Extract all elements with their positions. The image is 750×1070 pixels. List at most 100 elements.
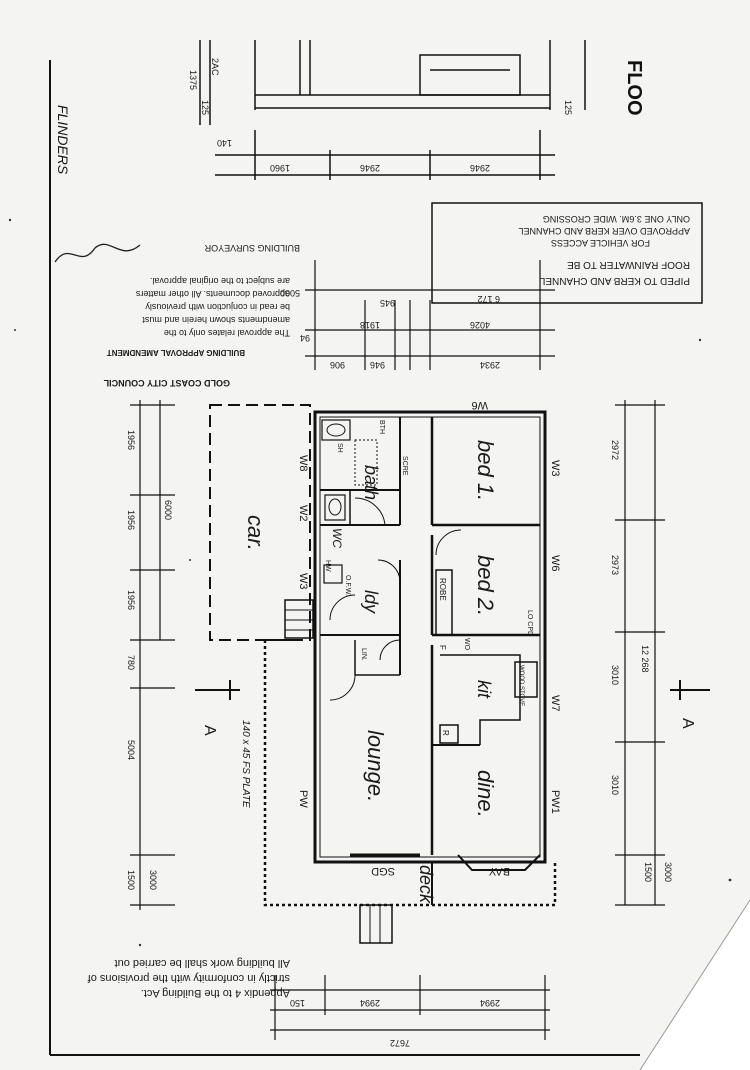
label-r: R [441,730,450,736]
dim-top-2946b: 2946 [470,163,490,173]
section-marker-right: A [670,680,710,729]
room-scre: SCRE [401,456,408,476]
act-note-line1: All building work shall be carried out [115,957,290,969]
dim-right-3000: 3000 [663,862,673,882]
stamp-surveyor: BUILDING SURVEYOR [204,243,300,253]
dim-top-140: 140 [217,138,232,148]
room-deck: deck [416,865,436,904]
dim-bottom-2994b: 2994 [480,998,500,1008]
svg-text:A: A [679,718,696,729]
window-pw1: PW1 [549,790,561,814]
stamp-text-5: are subject to the original approval. [150,276,290,286]
label-wo: WO [463,638,470,651]
dim-left-780: 780 [126,655,136,670]
dim-mid-94: 94 [300,333,310,343]
dim-right-1500: 1500 [643,862,653,882]
dim-left-1500: 1500 [126,870,136,890]
room-kit: kit [474,680,494,699]
dim-mid-906: 906 [330,360,345,370]
dim-right-2973: 2973 [610,555,620,575]
dim-mid-4026: 4026 [470,320,490,330]
label-ofw: O.F.W. [344,575,351,596]
label-wood-stove: WOOD STOVE [518,665,524,706]
roof-note-line1: ROOF RAINWATER TO BE [567,259,690,270]
label-hw: HW [324,560,331,572]
house-walls [209,404,557,944]
dim-right-2972: 2972 [610,440,620,460]
scan-specks [8,218,732,947]
act-note-line2: strictly in conformity with the provisio… [87,972,290,984]
window-w6-top: W6 [472,399,489,411]
crossing-note-line3: FOR VEHICLE ACCESS [551,238,650,248]
room-bath: bath [361,465,381,500]
plate-label: 140 x 45 FS PLATE [240,720,251,808]
window-pw: PW [297,790,309,808]
dim-right-3010b: 3010 [610,775,620,795]
dim-right-3010a: 3010 [610,665,620,685]
dim-left-1956a: 1956 [126,430,136,450]
room-bed1: bed 1. [473,440,498,501]
dim-mid-945: 945 [380,298,395,308]
surveyor-signature [54,243,141,263]
sheet-title: FLOO [623,60,645,116]
top-strip [199,40,586,180]
dim-mid-5000: 5000 [280,288,300,298]
window-w6-right: W6 [549,555,561,572]
label-sh: SH [336,443,343,453]
window-bay: BAY [488,865,510,877]
crossing-note-line1: ONLY ONE 3.6M. WIDE CROSSING [543,214,690,224]
dim-bottom-150: 150 [290,998,305,1008]
window-w2: W2 [297,505,309,522]
window-w7: W7 [549,695,561,712]
dim-top-1960: 1960 [270,163,290,173]
street-label: FLINDERS [55,105,71,175]
room-wc: WC [330,528,344,548]
stamp-amendment: BUILDING APPROVAL AMENDMENT [107,348,245,357]
dim-left-6000: 6000 [163,500,173,520]
dim-left-1956b: 1956 [126,510,136,530]
stamp-text-1: The approval relates only to the [164,328,290,338]
middle-dimensions [305,260,555,370]
dim-mid-2934: 2934 [480,360,500,370]
dim-bottom-7672: 7672 [390,1038,410,1048]
council-note-box: ROOF RAINWATER TO BE PIPED TO KERB AND C… [431,202,703,304]
label-cupboard: LO CPD [526,610,533,636]
label-fridge: F [438,645,447,650]
section-marker-left: A [195,680,240,736]
window-w3-right: W3 [549,460,561,477]
room-dine: dine. [473,770,498,818]
room-lin: LIN. [360,648,367,661]
dim-left-5004: 5004 [126,740,136,760]
svg-text:A: A [201,725,218,736]
stamp-text-2: amendments shown herein and must [142,315,290,325]
stamp-text-3: be read in conjuction with previously [145,302,290,312]
window-sgd: SGD [371,865,395,877]
dim-top-125b: 125 [563,100,573,115]
council-approval-stamp: GOLD COAST CITY COUNCIL BUILDING APPROVA… [54,243,300,388]
dim-top-1375: 1375 [188,70,198,90]
right-dimensions [615,400,665,906]
dim-left-3000: 3000 [148,870,158,890]
building-act-note: All building work shall be carried out s… [87,957,290,999]
left-dimensions [130,400,175,910]
room-car: car. [243,515,268,551]
crossing-note-line2: APPROVED OVER KERB AND CHANNEL [518,226,690,236]
bottom-dimensions [270,975,550,1040]
room-robe: ROBE [438,578,447,601]
room-bed2: bed 2. [473,555,498,616]
roof-note-line2: PIPED TO KERB AND CHANNEL [539,275,690,286]
act-note-line3: Appendix 4 to the Building Act. [141,987,290,999]
window-w3-left: W3 [297,573,309,590]
window-w8: W8 [297,455,309,472]
room-ldy: ldy [361,590,381,614]
dim-mid-1918: 1918 [360,320,380,330]
dim-left-1956c: 1956 [126,590,136,610]
label-bth: BTH [378,420,385,434]
dim-mid-6172: 6 172 [477,294,500,304]
dim-top-2946a: 2946 [360,163,380,173]
dim-top-125: 125 [200,100,210,115]
dim-top-2ac: 2AC [210,58,220,76]
